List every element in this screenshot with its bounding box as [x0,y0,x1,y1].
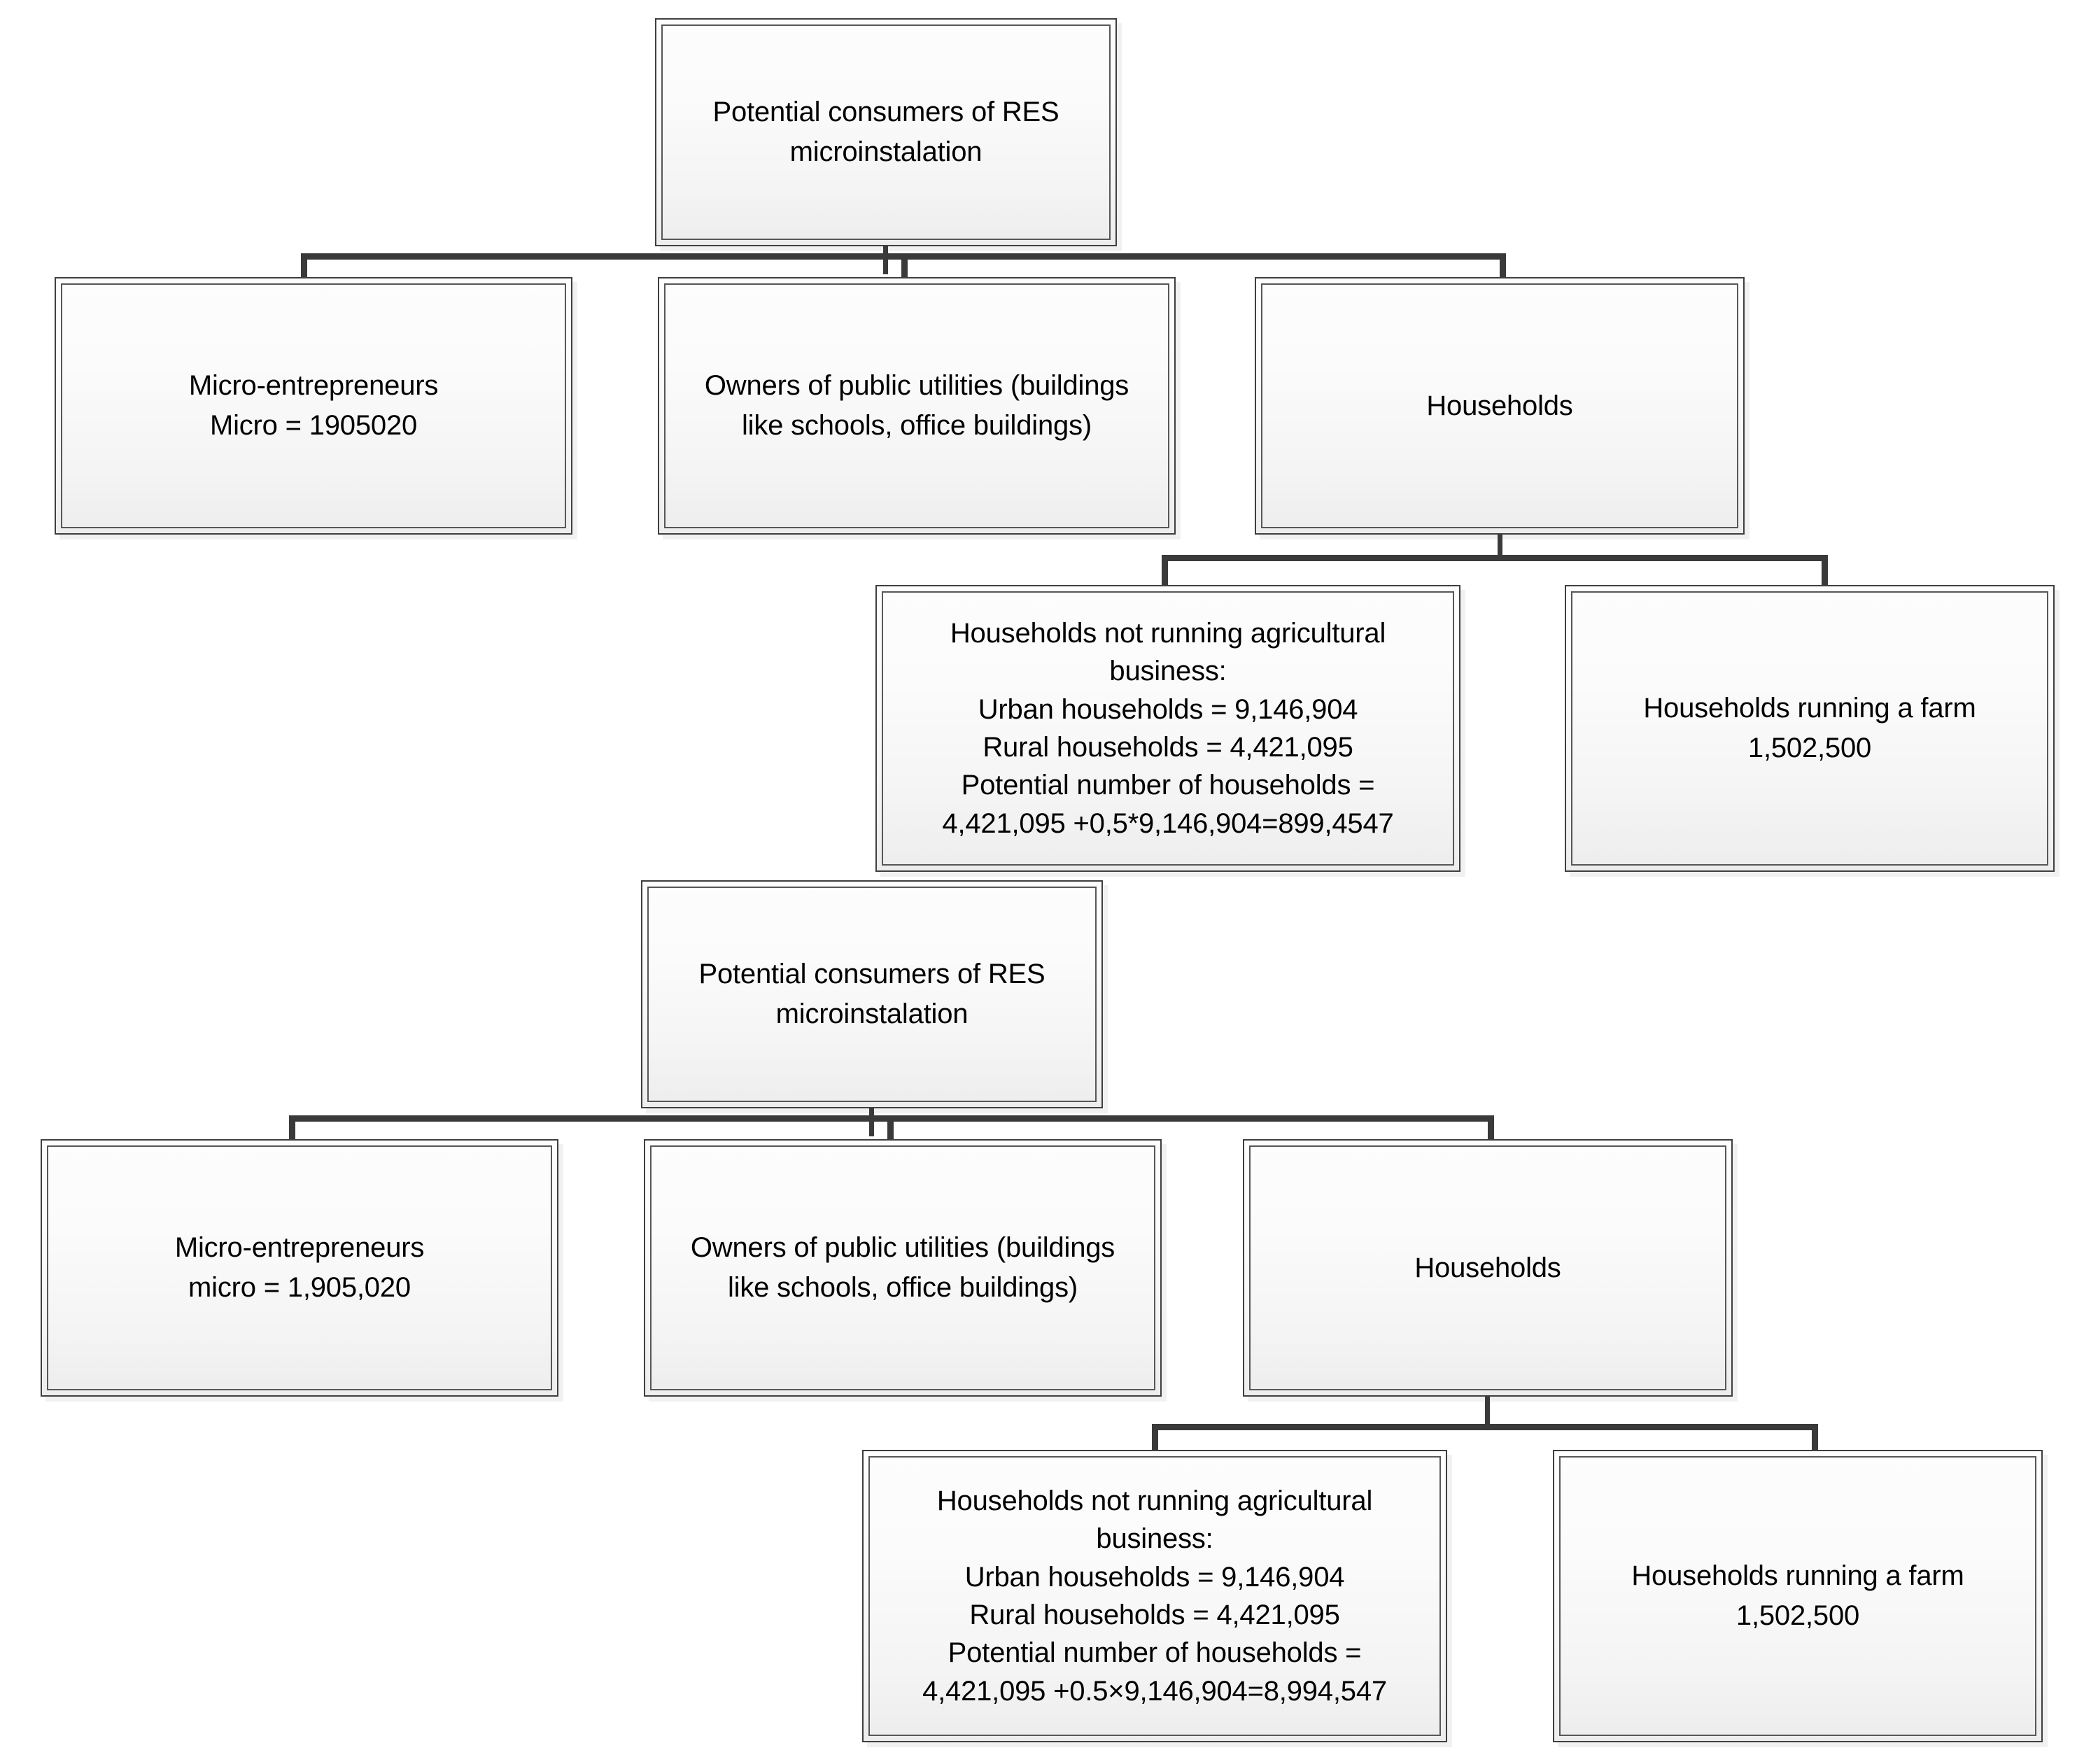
top-root-node[interactable]: Potential consumers of RES microinstalat… [655,18,1117,246]
bottom-root-stub-connector [869,1108,874,1136]
top-nonfarm-households-label: Households not running agricultural busi… [942,617,1394,839]
bottom-node-micro-entrepreneurs[interactable]: Micro-entrepreneurs micro = 1,905,020 [41,1139,558,1397]
top-root-node-inner: Potential consumers of RES microinstalat… [661,24,1111,240]
top-connector-to-farm-households [1822,555,1828,587]
top-connector-to-households [1500,253,1506,280]
bottom-connector-to-micro [289,1115,295,1142]
top-node-nonfarm-households-inner: Households not running agricultural busi… [882,591,1454,866]
top-root-stub-connector [883,246,888,274]
top-node-farm-households-inner: Households running a farm 1,502,500 [1571,591,2048,866]
bottom-public-utilities-label: Owners of public utilities (buildings li… [690,1232,1115,1303]
top-connector-to-nonfarm-households [1162,555,1168,587]
top-connector-to-micro [301,253,307,280]
top-farm-households-label: Households running a farm 1,502,500 [1643,693,1976,763]
bottom-root-label: Potential consumers of RES microinstalat… [698,959,1045,1029]
bottom-connector-to-farm-households [1812,1424,1818,1453]
bottom-node-public-utilities[interactable]: Owners of public utilities (buildings li… [644,1139,1162,1397]
top-node-farm-households[interactable]: Households running a farm 1,502,500 [1565,585,2055,872]
top-root-label: Potential consumers of RES microinstalat… [712,97,1059,167]
bottom-node-farm-households-inner: Households running a farm 1,502,500 [1559,1456,2036,1736]
bottom-node-households-inner: Households [1249,1145,1726,1390]
top-micro-entrepreneurs-label: Micro-entrepreneurs Micro = 1905020 [188,370,439,441]
bottom-node-public-utilities-inner: Owners of public utilities (buildings li… [650,1145,1155,1390]
bottom-node-households[interactable]: Households [1243,1139,1733,1397]
top-node-nonfarm-households[interactable]: Households not running agricultural busi… [875,585,1460,872]
top-node-micro-entrepreneurs-inner: Micro-entrepreneurs Micro = 1905020 [61,283,566,528]
bottom-node-farm-households[interactable]: Households running a farm 1,502,500 [1553,1450,2043,1742]
top-node-micro-entrepreneurs[interactable]: Micro-entrepreneurs Micro = 1905020 [55,277,572,535]
top-households-label: Households [1426,390,1573,421]
top-households-stub-connector [1498,535,1502,561]
bottom-root-node[interactable]: Potential consumers of RES microinstalat… [641,880,1103,1108]
bottom-root-node-inner: Potential consumers of RES microinstalat… [647,887,1097,1102]
top-connector-to-utilities [901,253,908,280]
bottom-nonfarm-households-label: Households not running agricultural busi… [922,1485,1387,1707]
bottom-households-label: Households [1414,1252,1561,1283]
bottom-connector-to-nonfarm-households [1152,1424,1158,1453]
bottom-connector-to-households [1488,1115,1494,1142]
bottom-farm-households-label: Households running a farm 1,502,500 [1631,1560,1964,1631]
bottom-micro-entrepreneurs-label: Micro-entrepreneurs micro = 1,905,020 [174,1232,425,1303]
top-level3-horizontal-connector [1162,555,1828,561]
bottom-node-micro-entrepreneurs-inner: Micro-entrepreneurs micro = 1,905,020 [47,1145,552,1390]
top-node-public-utilities[interactable]: Owners of public utilities (buildings li… [658,277,1176,535]
top-node-households[interactable]: Households [1255,277,1745,535]
bottom-level3-horizontal-connector [1152,1424,1818,1430]
bottom-node-nonfarm-households-inner: Households not running agricultural busi… [868,1456,1441,1736]
top-public-utilities-label: Owners of public utilities (buildings li… [704,370,1129,441]
top-node-public-utilities-inner: Owners of public utilities (buildings li… [664,283,1169,528]
bottom-connector-to-utilities [887,1115,894,1142]
bottom-node-nonfarm-households[interactable]: Households not running agricultural busi… [862,1450,1447,1742]
top-node-households-inner: Households [1261,283,1738,528]
bottom-households-stub-connector [1485,1397,1490,1425]
